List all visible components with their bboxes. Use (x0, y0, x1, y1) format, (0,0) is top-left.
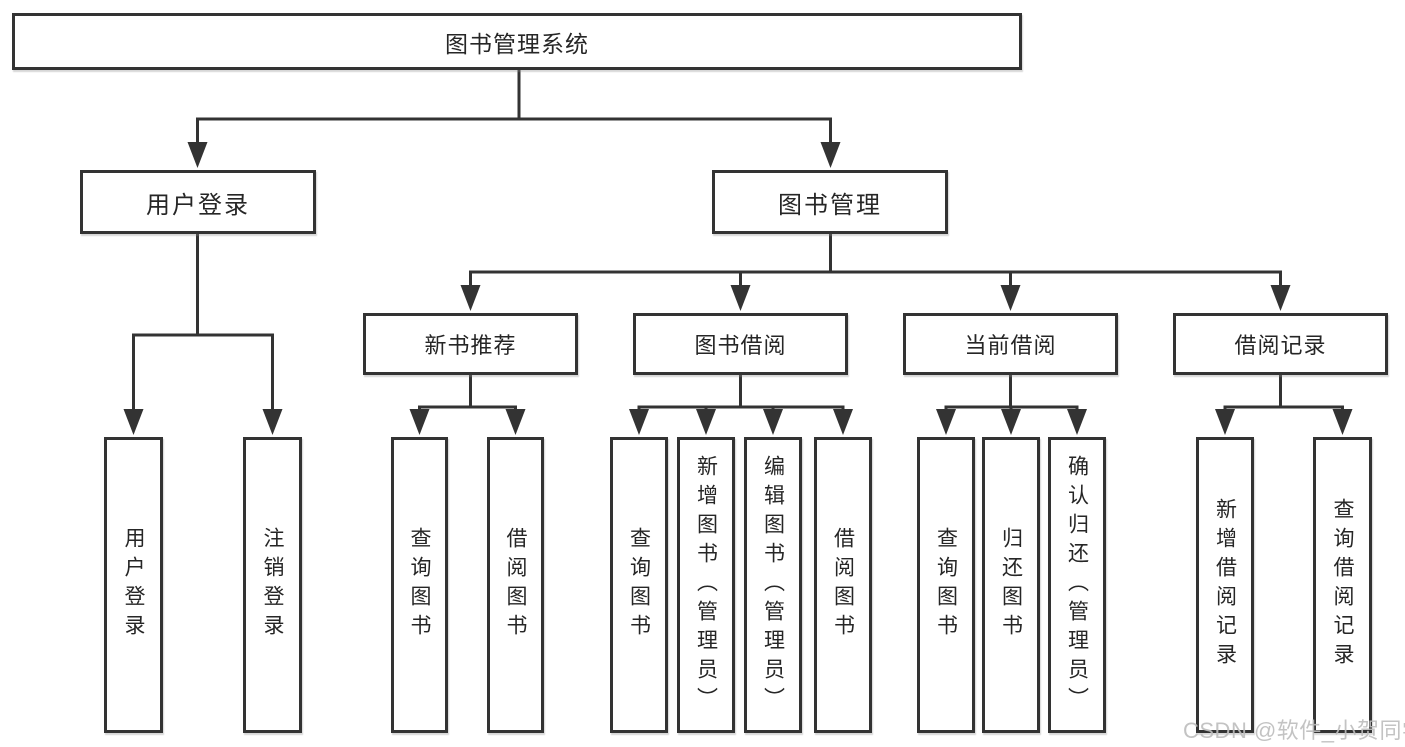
arrow-down-icon (505, 409, 526, 435)
leaf-bb-edit-books-admin: 编辑图书（管理员） (744, 437, 802, 733)
arrow-down-icon (1001, 409, 1021, 435)
leaf-bb-borrow-books-label: 借阅图书 (831, 527, 855, 643)
connector-book-management-to-level3 (469, 234, 1282, 290)
leaf-nb-borrow-books-label: 借阅图书 (504, 527, 527, 643)
leaf-bb-query-books: 查询图书 (610, 437, 668, 733)
arrow-down-icon (730, 285, 751, 311)
leaf-nb-borrow-books: 借阅图书 (487, 437, 544, 733)
arrow-down-icon (123, 409, 144, 435)
node-current-borrow: 当前借阅 (903, 313, 1118, 375)
arrow-down-icon (1270, 285, 1291, 311)
leaf-br-add-record: 新增借阅记录 (1196, 437, 1254, 733)
connector-current-borrow-to-leaves (944, 375, 1079, 414)
node-book-borrow: 图书借阅 (633, 313, 848, 375)
leaf-bb-add-books-admin: 新增图书（管理员） (677, 437, 735, 733)
leaf-nb-query-books: 查询图书 (391, 437, 448, 733)
arrow-down-icon (1332, 409, 1353, 435)
leaf-user-login-label: 用户登录 (122, 527, 145, 643)
leaf-nb-query-books-label: 查询图书 (408, 527, 431, 643)
leaf-bb-query-books-label: 查询图书 (627, 527, 651, 643)
node-borrow-records: 借阅记录 (1173, 313, 1388, 375)
node-new-book-recommend: 新书推荐 (363, 313, 578, 375)
node-book-borrow-label: 图书借阅 (694, 333, 787, 358)
connector-root-to-level2 (196, 70, 832, 146)
connector-borrow-records-to-leaves (1223, 375, 1344, 414)
arrow-down-icon (1215, 409, 1235, 435)
watermark: CSDN @软件_小贺同学 (1183, 718, 1405, 743)
leaf-bb-add-books-admin-label: 新增图书（管理员） (694, 454, 718, 716)
node-current-borrow-label: 当前借阅 (964, 333, 1057, 358)
arrow-down-icon (936, 409, 956, 435)
leaf-bb-edit-books-admin-label: 编辑图书（管理员） (761, 454, 785, 716)
leaf-cb-query-books-label: 查询图书 (934, 527, 958, 643)
node-borrow-records-label: 借阅记录 (1234, 333, 1327, 358)
leaf-br-query-record-label: 查询借阅记录 (1331, 498, 1354, 672)
arrow-down-icon (696, 409, 716, 435)
leaf-cb-query-books: 查询图书 (917, 437, 975, 733)
node-user-login-label: 用户登录 (146, 191, 250, 219)
arrow-down-icon (409, 409, 430, 435)
node-book-management-label: 图书管理 (778, 191, 882, 219)
node-library-system-label: 图书管理系统 (445, 30, 589, 57)
connector-user-login-to-leaves (132, 234, 274, 414)
arrow-down-icon (820, 142, 841, 168)
leaf-cb-return-books-label: 归还图书 (999, 527, 1023, 643)
arrow-down-icon (1067, 409, 1087, 435)
node-book-management: 图书管理 (712, 170, 948, 234)
leaf-cb-confirm-return-admin-label: 确认归还（管理员） (1065, 454, 1089, 716)
leaf-cb-return-books: 归还图书 (982, 437, 1040, 733)
connector-new-book-recommend-to-leaves (418, 375, 517, 414)
arrow-down-icon (1000, 285, 1021, 311)
leaf-logout-login: 注销登录 (243, 437, 302, 733)
leaf-cb-confirm-return-admin: 确认归还（管理员） (1048, 437, 1106, 733)
arrow-down-icon (629, 409, 649, 435)
arrow-down-icon (763, 409, 783, 435)
arrow-down-icon (460, 285, 481, 311)
leaf-br-add-record-label: 新增借阅记录 (1213, 498, 1237, 672)
node-new-book-recommend-label: 新书推荐 (424, 333, 517, 358)
leaf-br-query-record: 查询借阅记录 (1313, 437, 1372, 733)
arrow-down-icon (262, 409, 283, 435)
arrow-down-icon (833, 409, 853, 435)
node-user-login: 用户登录 (80, 170, 316, 234)
leaf-bb-borrow-books: 借阅图书 (814, 437, 872, 733)
leaf-user-login: 用户登录 (104, 437, 163, 733)
arrowheads (123, 142, 1353, 435)
leaf-logout-login-label: 注销登录 (261, 527, 284, 643)
node-library-system: 图书管理系统 (12, 13, 1022, 70)
arrow-down-icon (187, 142, 208, 168)
connector-book-borrow-to-leaves (637, 375, 845, 414)
